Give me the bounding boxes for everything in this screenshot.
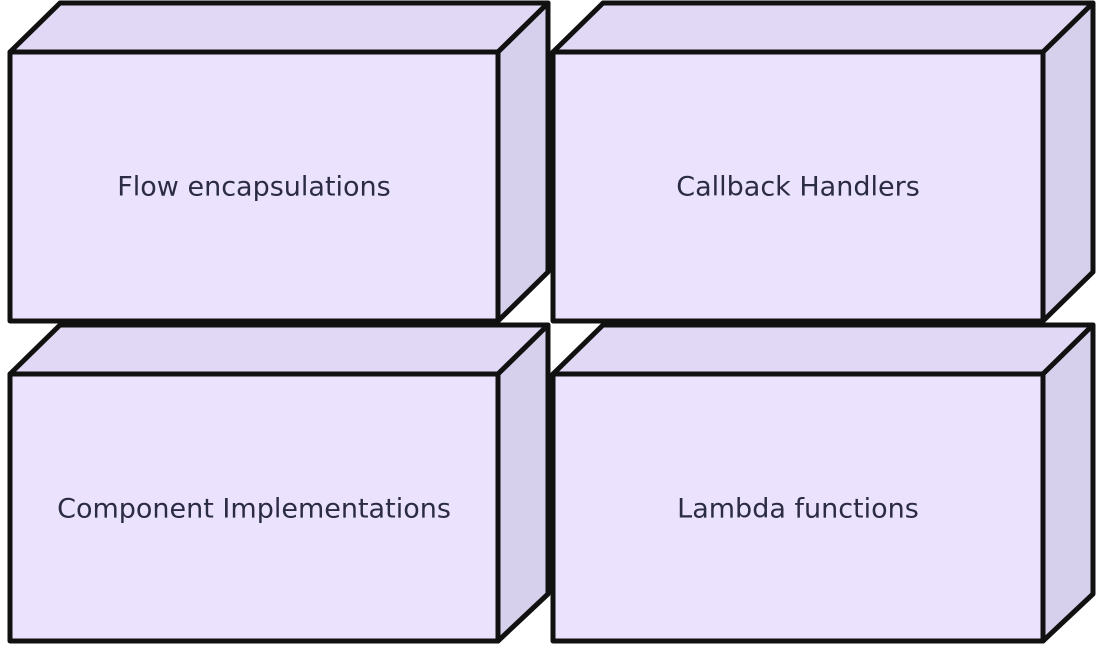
box-front-face xyxy=(7,371,501,644)
box-top-face xyxy=(550,0,1096,55)
box-side-face xyxy=(495,0,551,324)
box-label: Callback Handlers xyxy=(676,172,920,203)
box-flow-encapsulations: Flow encapsulations xyxy=(7,0,551,324)
box-component-implementations: Component Implementations xyxy=(7,322,551,644)
box-side-face xyxy=(1040,322,1096,644)
box-lambda-functions: Lambda functions xyxy=(550,322,1096,644)
box-callback-handlers: Callback Handlers xyxy=(550,0,1096,324)
box-side-face xyxy=(495,322,551,644)
box-front-face xyxy=(550,49,1046,324)
box-label: Lambda functions xyxy=(677,494,919,525)
box-top-face xyxy=(7,0,551,55)
box-front-face xyxy=(550,371,1046,644)
box-top-face xyxy=(7,322,551,377)
box-label: Component Implementations xyxy=(57,494,451,525)
box-label: Flow encapsulations xyxy=(117,172,390,203)
box-front-face xyxy=(7,49,501,324)
box-side-face xyxy=(1040,0,1096,324)
box-top-face xyxy=(550,322,1096,377)
